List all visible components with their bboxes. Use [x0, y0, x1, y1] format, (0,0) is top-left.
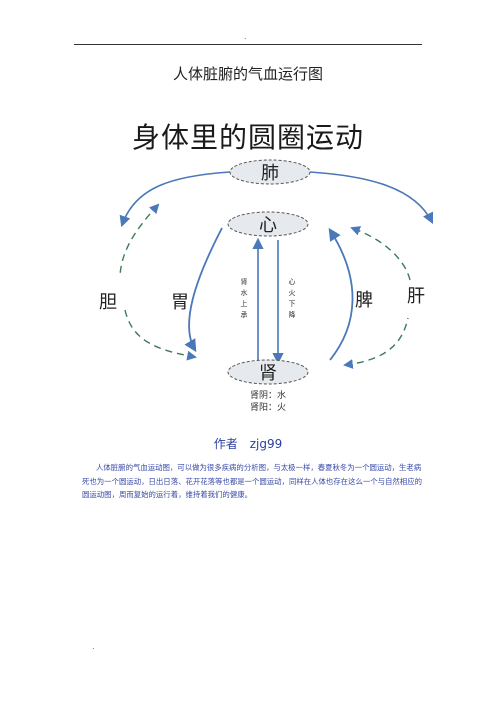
heart-fire-char-1: 心 — [289, 278, 296, 286]
lung-node — [229, 159, 311, 185]
gallbladder-label: 胆 — [99, 292, 117, 313]
organ-circulation-diagram: 肺 心 肾 胆 胃 脾 肝 肾 水 上 承 心 火 下 降 肾阴：水 肾阳：火 — [99, 159, 434, 413]
description-paragraph: 人体脏腑的气血运动图，可以做为很多疾病的分析图，与太极一样，春夏秋冬为一个圆运动… — [82, 463, 422, 499]
stomach-label: 胃 — [171, 292, 189, 313]
lung-to-gallbladder-arrow — [119, 171, 231, 228]
kidney-yin-note: 肾阴：水 — [250, 389, 286, 401]
footer-mark: . — [92, 642, 95, 651]
heart-fire-char-3: 下 — [289, 300, 296, 308]
kidney-water-char-4: 承 — [241, 310, 248, 319]
gallbladder-lower-dashed-arc — [124, 309, 197, 361]
header-mark: . — [244, 32, 247, 41]
kidney-to-heart-right-arrow — [328, 227, 354, 361]
kidney-water-char-2: 水 — [241, 288, 248, 297]
header-rule — [74, 44, 422, 45]
heart-fire-char-4: 降 — [289, 310, 296, 319]
heart-fire-descending-text: 心 火 下 降 — [289, 278, 296, 319]
document-title: 人体脏腑的气血运行图 — [172, 65, 323, 83]
lung-to-liver-arrow — [309, 171, 434, 225]
liver-upper-dashed-arc — [350, 226, 411, 281]
diagram-title: 身体里的圆圈运动 — [131, 121, 364, 154]
kidney-label: 肾 — [259, 363, 277, 384]
heart-label: 心 — [259, 215, 277, 236]
kidney-yang-note: 肾阳：火 — [250, 402, 286, 413]
gallbladder-upper-dashed-arc — [119, 203, 160, 276]
liver-label: 肝 — [407, 286, 425, 307]
heart-to-kidney-left-arrow — [184, 227, 223, 353]
spleen-label: 脾 — [355, 290, 373, 311]
kidney-water-char-1: 肾 — [241, 277, 248, 286]
lung-label: 肺 — [261, 163, 279, 184]
kidney-node — [227, 359, 309, 385]
liver-lower-dashed-arc — [343, 317, 409, 369]
kidney-water-rising-text: 肾 水 上 承 — [241, 277, 248, 319]
author-line: 作者 zjg99 — [213, 437, 283, 451]
heart-node — [227, 211, 309, 237]
kidney-water-char-3: 上 — [241, 299, 248, 308]
heart-fire-char-2: 火 — [289, 289, 296, 297]
